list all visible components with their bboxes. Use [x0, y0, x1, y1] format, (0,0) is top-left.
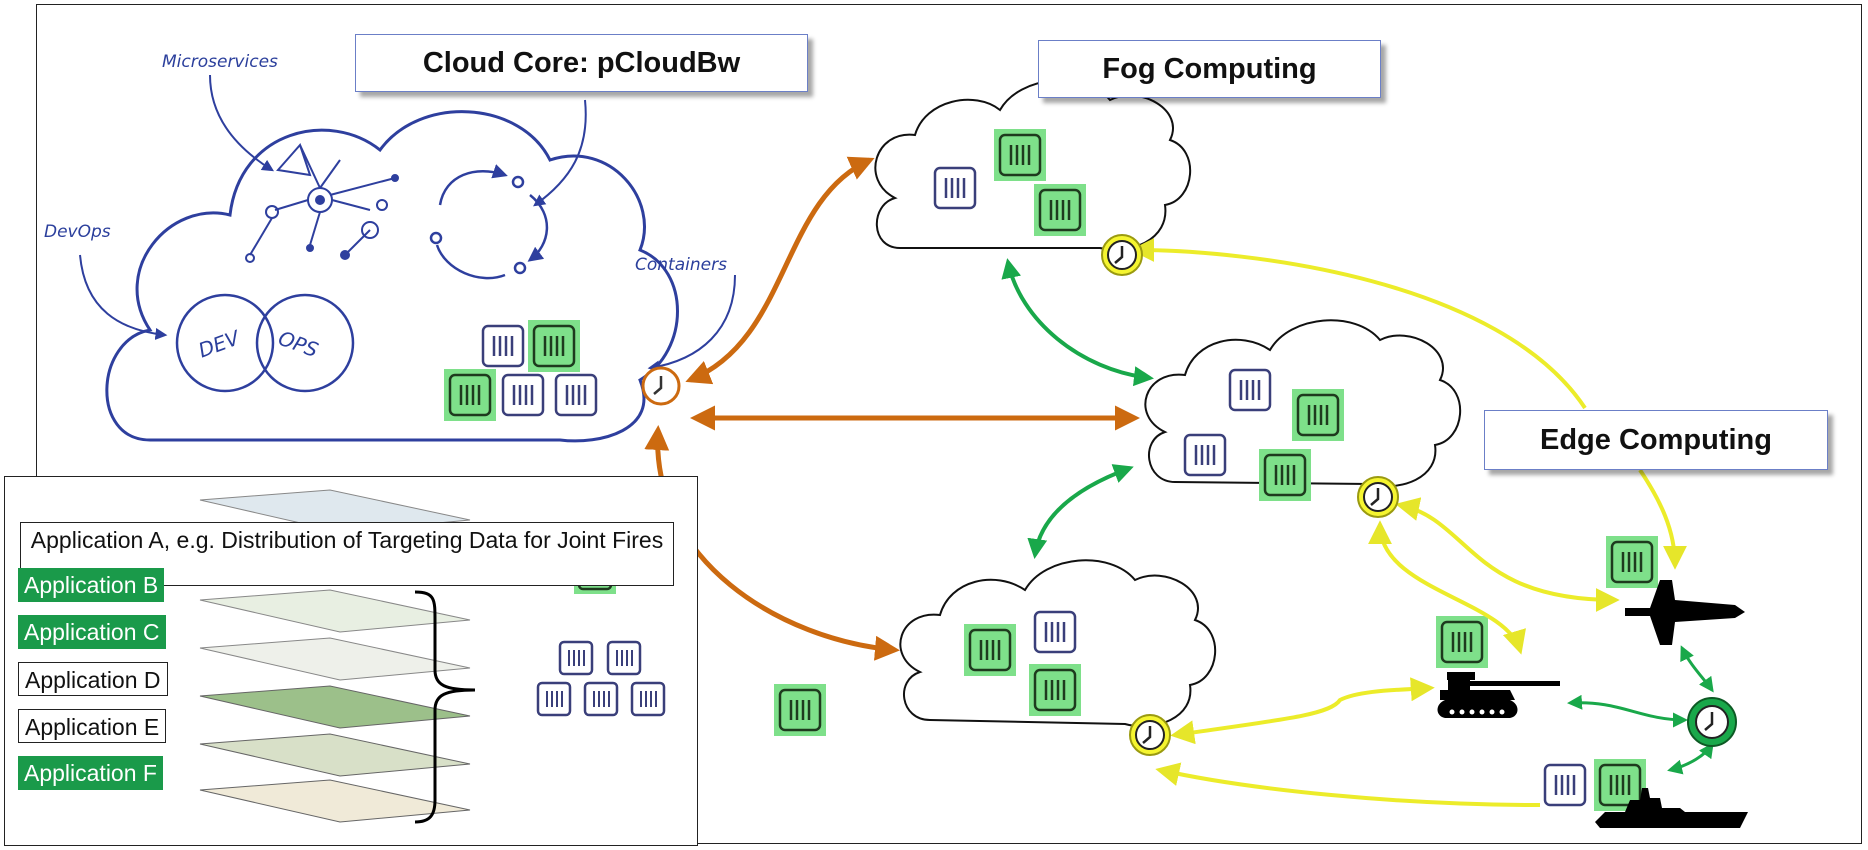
edge-to-fog-top-link — [1130, 238, 1587, 410]
edge-node-clock-icon — [1687, 697, 1737, 747]
tank-icon — [1437, 672, 1560, 718]
fighter-jet-icon — [1625, 580, 1745, 645]
fog-bottom-node-clock-icon — [1128, 713, 1172, 757]
edge-computing-title: Edge Computing — [1484, 410, 1828, 470]
tank-to-edge-link — [1567, 694, 1688, 728]
ship-to-fog-bottom-link — [1155, 762, 1541, 807]
containers-label: Containers — [635, 255, 727, 275]
fog-top-node-clock-icon — [1100, 233, 1144, 277]
edge-label-to-jet-link — [1638, 468, 1687, 570]
application-d-label: Application D — [18, 662, 168, 696]
application-c-label: Application C — [18, 615, 166, 649]
fog-middle-to-tank-link — [1368, 520, 1526, 655]
fog-top-to-middle-link — [1001, 258, 1154, 387]
fog-middle-node-clock-icon — [1356, 475, 1400, 519]
devops-label: DevOps — [44, 222, 111, 242]
microservices-network-icon — [245, 143, 399, 263]
devops-cycle-icon — [175, 293, 355, 393]
fog-middle-to-bottom-link — [1027, 464, 1134, 559]
application-f-label: Application F — [18, 756, 163, 790]
fog-bottom-to-tank-link — [1170, 677, 1435, 745]
microservices-label: Microservices — [162, 52, 278, 72]
cloud-core-title: Cloud Core: pCloudBw — [355, 34, 808, 92]
fog-computing-title: Fog Computing — [1038, 40, 1381, 98]
jet-to-edge-link — [1680, 645, 1714, 693]
core-to-fog-top-link — [685, 156, 875, 385]
ship-to-edge-link — [1667, 742, 1714, 775]
warship-icon — [1595, 788, 1748, 828]
core-node-clock-icon — [641, 366, 681, 406]
application-e-label: Application E — [18, 709, 167, 743]
application-b-label: Application B — [18, 568, 165, 602]
